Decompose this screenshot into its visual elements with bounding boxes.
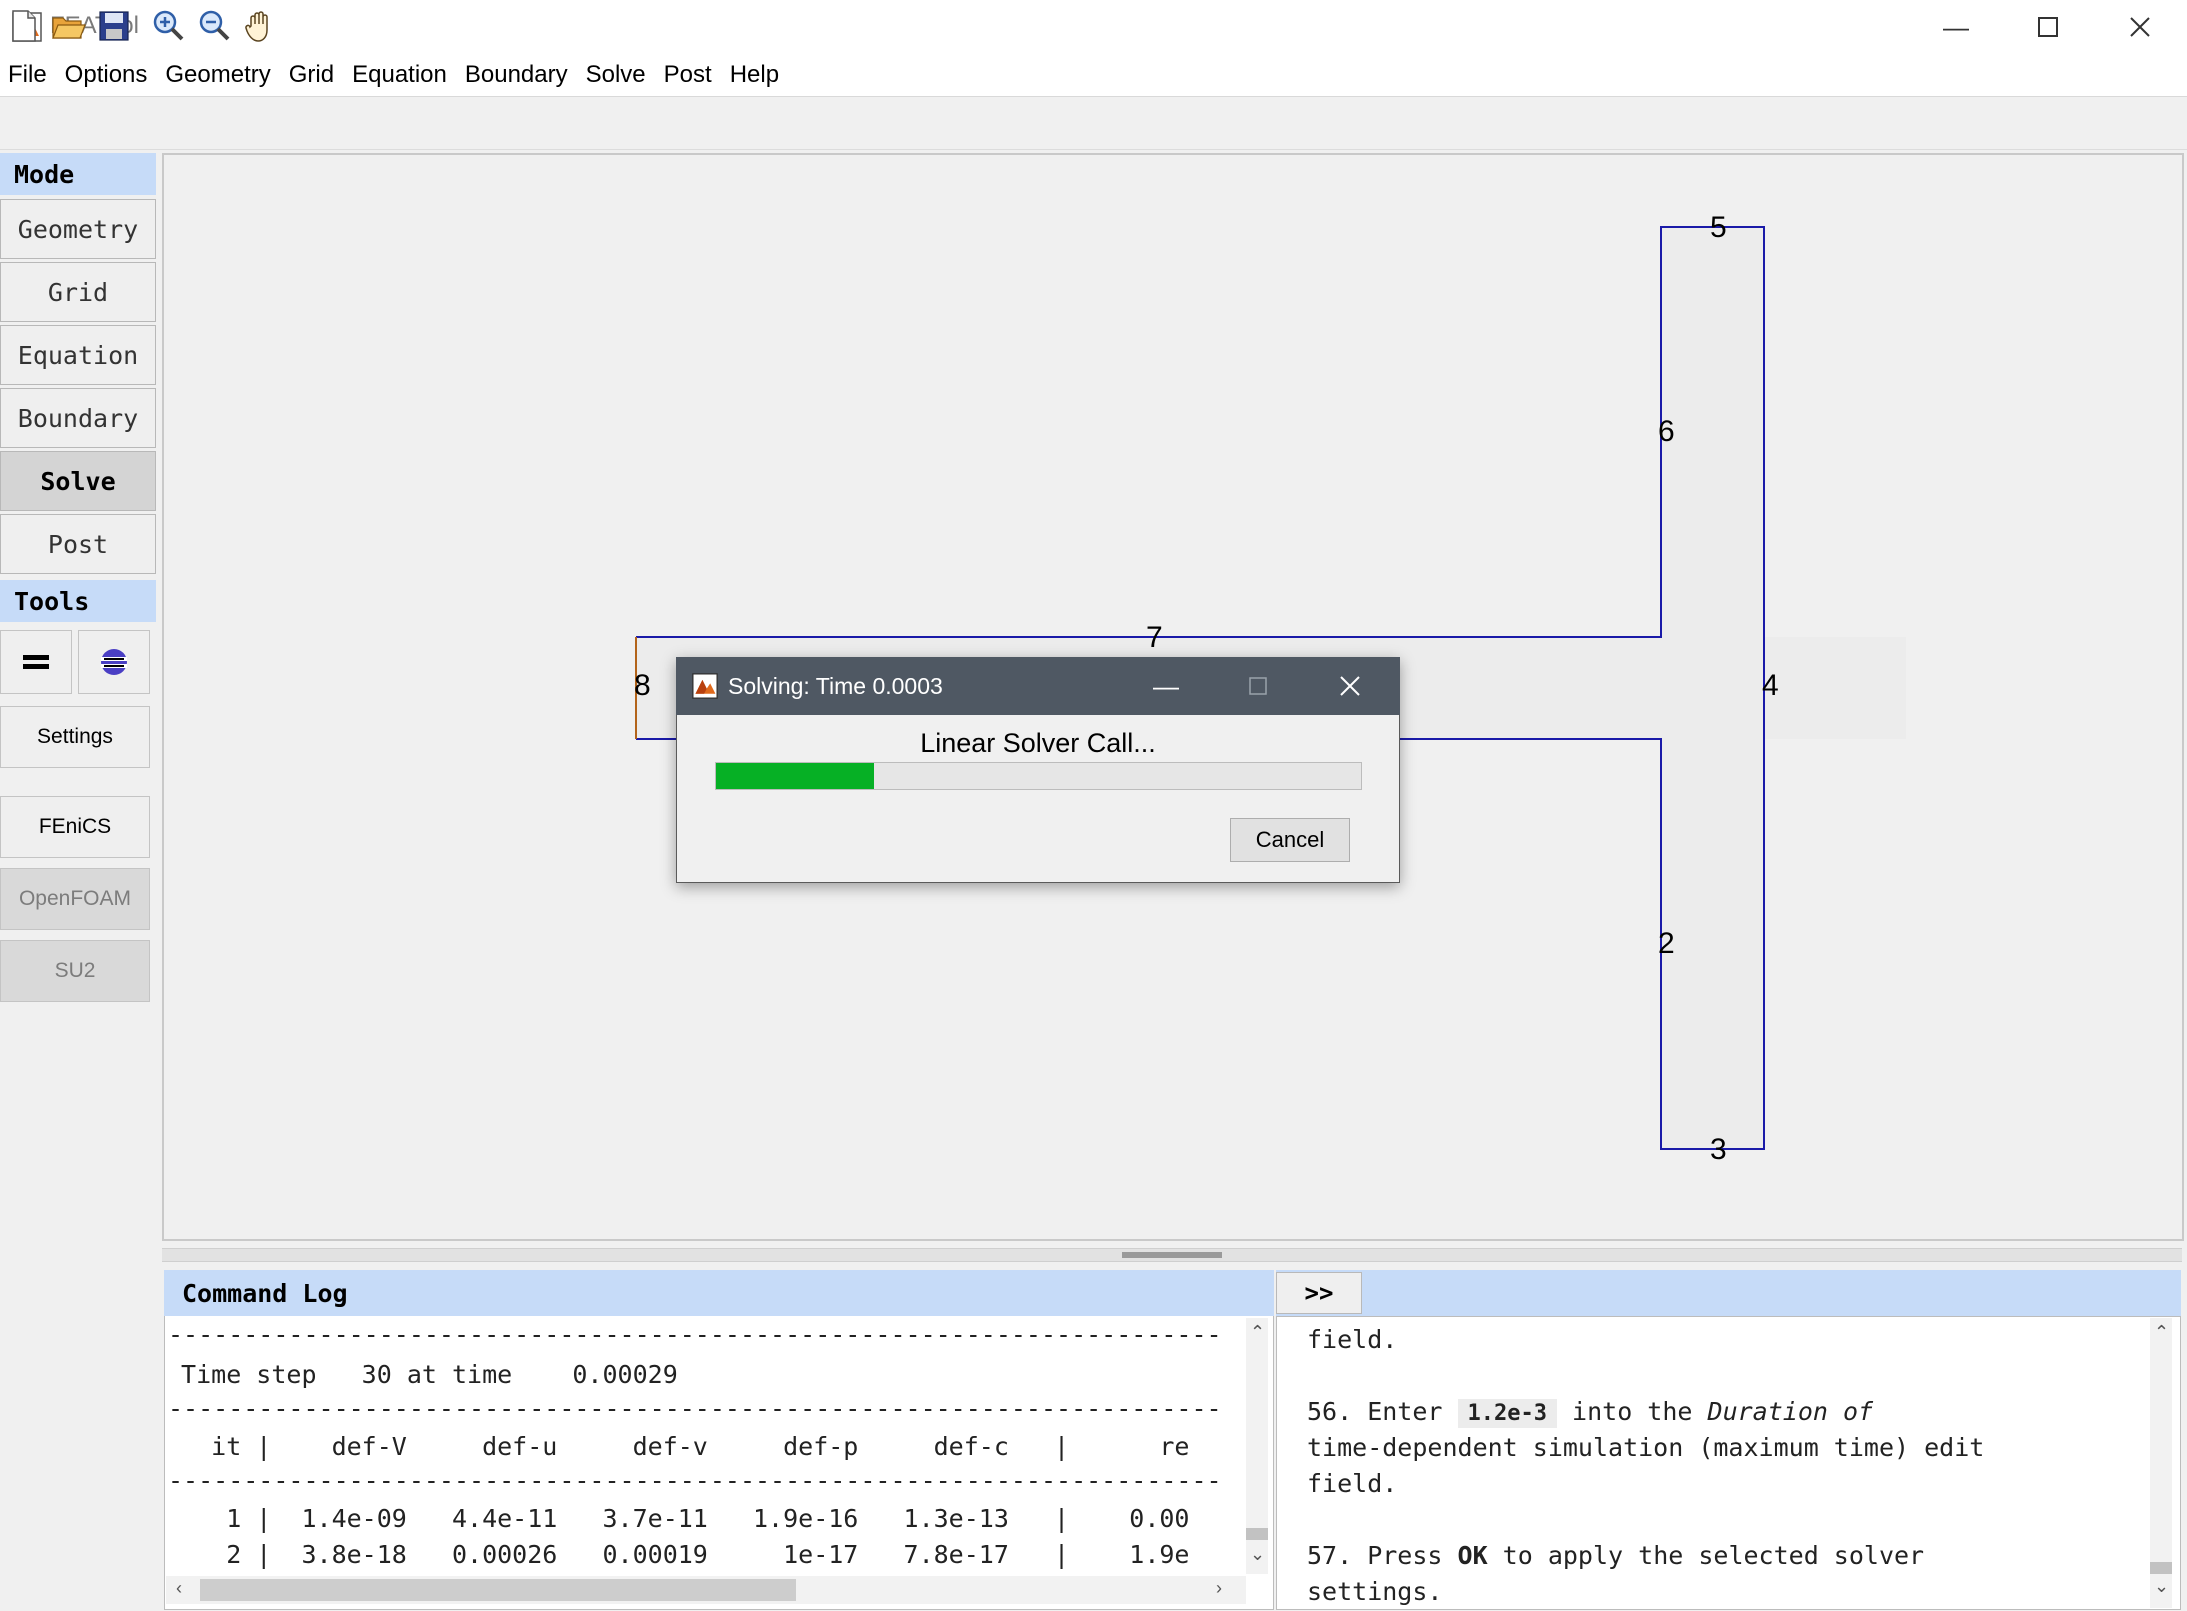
log-row: 1 | 1.4e-09 4.4e-11 3.7e-11 1.9e-16 1.3e…: [166, 1504, 1190, 1533]
tutorial-step-57: 57. Press OK to apply the selected solve…: [1307, 1541, 1925, 1570]
log-divider: ----------------------------------------…: [168, 1394, 1222, 1423]
tutorial-pane: field. 56. Enter 1.2e-3 into the Duratio…: [1276, 1316, 2181, 1610]
dialog-minimize-button[interactable]: —: [1134, 657, 1198, 715]
menu-file[interactable]: File: [8, 61, 47, 88]
splitter-grip[interactable]: [1122, 1252, 1222, 1258]
menu-grid[interactable]: Grid: [288, 61, 335, 88]
open-folder-icon[interactable]: [50, 8, 86, 44]
mode-grid-button[interactable]: Grid: [0, 262, 156, 322]
menu-solve[interactable]: Solve: [585, 61, 646, 88]
scroll-down-icon[interactable]: ⌄: [2154, 1576, 2170, 1596]
openfoam-button[interactable]: OpenFOAM: [0, 868, 150, 930]
edge-label-5: 5: [1710, 211, 1727, 244]
tutorial-vertical-scrollbar[interactable]: [2150, 1318, 2172, 1608]
edge-label-2: 2: [1658, 927, 1675, 960]
command-log-text: ----------------------------------------…: [166, 1318, 1240, 1574]
mode-geometry-button[interactable]: Geometry: [0, 199, 156, 259]
geometry-canvas[interactable]: 2 3 4 5 6 7 8: [162, 153, 2184, 1241]
minimize-icon: —: [1943, 11, 1969, 42]
log-time-step: Time step 30 at time 0.00029: [166, 1360, 678, 1389]
equals-sphere-icon: [101, 649, 127, 675]
dialog-title-bar: [676, 657, 1400, 715]
maximize-icon: [1249, 677, 1267, 695]
scroll-left-icon[interactable]: ‹: [176, 1578, 182, 1598]
tutorial-vertical-thumb[interactable]: [2150, 1562, 2172, 1574]
solve-run-tool-button[interactable]: [78, 630, 150, 694]
log-column-header: it | def-V def-u def-v def-p def-c | re: [166, 1432, 1190, 1461]
dialog-title: Solving: Time 0.0003: [728, 673, 943, 699]
tutorial-text: field.: [1307, 1469, 1398, 1498]
log-divider: ----------------------------------------…: [168, 1466, 1222, 1495]
menu-equation[interactable]: Equation: [352, 61, 447, 88]
mode-solve-button[interactable]: Solve: [0, 451, 156, 511]
close-icon: [2130, 17, 2150, 37]
dialog-message: Linear Solver Call...: [920, 728, 1156, 758]
mode-post-button[interactable]: Post: [0, 514, 156, 574]
save-icon[interactable]: [96, 8, 132, 44]
log-vertical-thumb[interactable]: [1246, 1528, 1268, 1540]
matlab-app-icon: [692, 673, 718, 699]
tutorial-text: time-dependent simulation (maximum time)…: [1307, 1433, 1985, 1462]
maximize-button[interactable]: [2002, 0, 2094, 54]
new-file-icon[interactable]: [6, 8, 42, 44]
menu-options[interactable]: Options: [64, 61, 148, 88]
menu-help[interactable]: Help: [729, 61, 780, 88]
log-row: 2 | 3.8e-18 0.00026 0.00019 1e-17 7.8e-1…: [166, 1540, 1190, 1569]
maximize-icon: [2038, 17, 2058, 37]
tutorial-text: field.: [1307, 1325, 1398, 1354]
fenics-button[interactable]: FEniCS: [0, 796, 150, 858]
close-window-button[interactable]: [2094, 0, 2186, 54]
zoom-in-icon[interactable]: [150, 8, 186, 44]
minimize-icon: —: [1153, 670, 1179, 701]
tutorial-step-56: 56. Enter 1.2e-3 into the Duration of: [1307, 1397, 1874, 1428]
equals-icon: [23, 655, 49, 669]
expand-panel-button[interactable]: >>: [1276, 1272, 1362, 1314]
geometry-boundary: [636, 226, 1765, 1150]
command-log-pane: [164, 1270, 1274, 1610]
edge-label-4: 4: [1762, 669, 1779, 702]
menu-bar: File Options Geometry Grid Equation Boun…: [0, 54, 2187, 97]
solver-settings-tool-button[interactable]: [0, 630, 72, 694]
close-icon: [1340, 676, 1360, 696]
toolbar: [0, 97, 2187, 150]
pan-hand-icon[interactable]: [242, 8, 278, 44]
scroll-up-icon[interactable]: ⌃: [1250, 1322, 1266, 1342]
edge-label-8: 8: [634, 669, 651, 702]
edge-label-3: 3: [1710, 1133, 1727, 1166]
scroll-down-icon[interactable]: ⌄: [1250, 1544, 1266, 1564]
log-divider: ----------------------------------------…: [168, 1320, 1222, 1349]
menu-boundary[interactable]: Boundary: [464, 61, 568, 88]
value-chip: 1.2e-3: [1457, 1399, 1557, 1428]
progress-fill: [716, 763, 875, 789]
solver-progress-bar: [715, 762, 1362, 790]
mode-equation-button[interactable]: Equation: [0, 325, 156, 385]
minimize-button[interactable]: —: [1910, 0, 2002, 54]
mode-header: Mode: [0, 153, 156, 195]
edge-label-7: 7: [1146, 621, 1163, 654]
dialog-maximize-button: [1226, 657, 1290, 715]
log-vertical-scrollbar[interactable]: [1246, 1318, 1268, 1574]
title-bar: [0, 0, 2187, 54]
scroll-right-icon[interactable]: ›: [1216, 1578, 1222, 1598]
cancel-button[interactable]: Cancel: [1230, 818, 1350, 862]
menu-post[interactable]: Post: [663, 61, 712, 88]
zoom-out-icon[interactable]: [196, 8, 232, 44]
tutorial-text: settings.: [1307, 1577, 1443, 1606]
tutorial-header: [1276, 1270, 2181, 1316]
command-log-header: Command Log: [164, 1270, 1274, 1316]
dialog-close-button[interactable]: [1318, 657, 1382, 715]
scroll-up-icon[interactable]: ⌃: [2154, 1322, 2170, 1342]
menu-geometry[interactable]: Geometry: [165, 61, 271, 88]
tools-header: Tools: [0, 580, 156, 622]
edge-label-6: 6: [1658, 415, 1675, 448]
log-horizontal-thumb[interactable]: [200, 1579, 796, 1601]
mode-boundary-button[interactable]: Boundary: [0, 388, 156, 448]
su2-button[interactable]: SU2: [0, 940, 150, 1002]
settings-button[interactable]: Settings: [0, 706, 150, 768]
